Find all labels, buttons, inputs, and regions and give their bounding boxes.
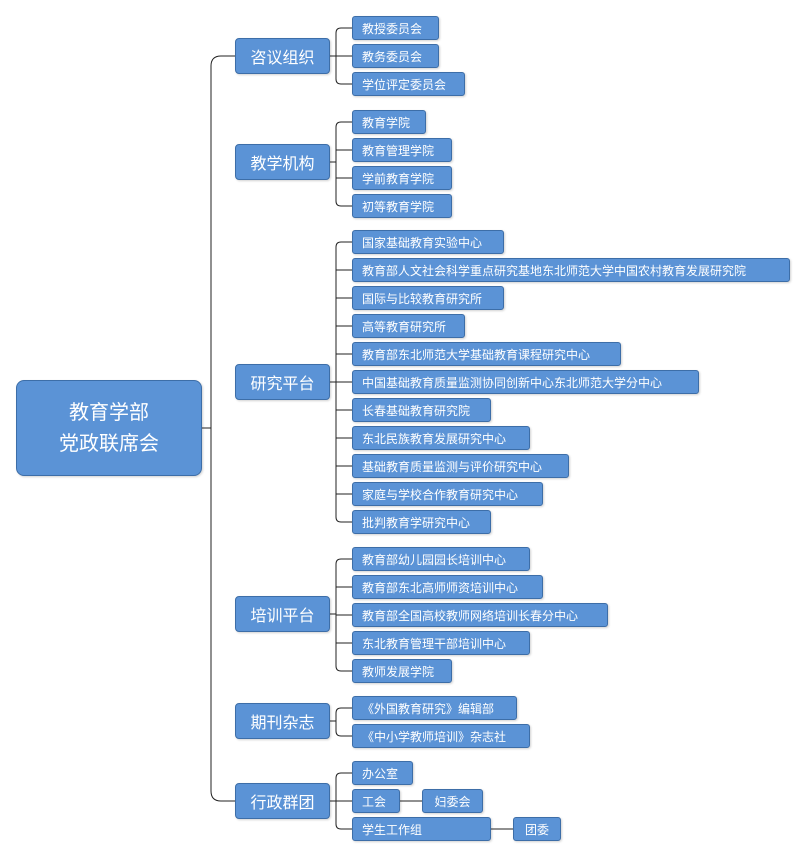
unit-node: 《中小学教师培训》杂志社: [352, 724, 530, 748]
unit-node: 教授委员会: [352, 16, 439, 40]
category-node: 行政群团: [235, 783, 330, 819]
root-line-1: 教育学部: [69, 400, 149, 424]
unit-node: 教育部人文社会科学重点研究基地东北师范大学中国农村教育发展研究院: [352, 258, 790, 282]
unit-node: 教务委员会: [352, 44, 439, 68]
unit-node: 办公室: [352, 761, 413, 785]
category-node: 期刊杂志: [235, 703, 330, 739]
unit-node: 教育部东北师范大学基础教育课程研究中心: [352, 342, 621, 366]
unit-node: 国际与比较教育研究所: [352, 286, 504, 310]
unit-node: 工会: [352, 789, 400, 813]
unit-node: 教育部幼儿园园长培训中心: [352, 547, 530, 571]
category-node: 研究平台: [235, 364, 330, 400]
bracket-line: [335, 121, 352, 207]
unit-node: 教师发展学院: [352, 659, 452, 683]
unit-node: 高等教育研究所: [352, 314, 465, 338]
category-node: 教学机构: [235, 144, 330, 180]
sub-unit-node: 妇委会: [422, 789, 483, 813]
unit-node: 《外国教育研究》编辑部: [352, 696, 517, 720]
unit-node: 教育部东北高师师资培训中心: [352, 575, 543, 599]
root-node: 教育学部 党政联席会: [16, 380, 202, 476]
unit-node: 国家基础教育实验中心: [352, 230, 504, 254]
unit-node: 初等教育学院: [352, 194, 452, 218]
unit-node: 学前教育学院: [352, 166, 452, 190]
unit-node: 家庭与学校合作教育研究中心: [352, 482, 543, 506]
category-node: 咨议组织: [235, 38, 330, 74]
unit-node: 教育管理学院: [352, 138, 452, 162]
unit-node: 教育部全国高校教师网络培训长春分中心: [352, 603, 608, 627]
bracket-line: [335, 707, 352, 737]
unit-node: 长春基础教育研究院: [352, 398, 491, 422]
unit-node: 教育学院: [352, 110, 426, 134]
bracket-line: [210, 55, 235, 802]
sub-unit-node: 团委: [513, 817, 561, 841]
unit-node: 基础教育质量监测与评价研究中心: [352, 454, 569, 478]
category-node: 培训平台: [235, 596, 330, 632]
unit-node: 东北教育管理干部培训中心: [352, 631, 530, 655]
unit-node: 中国基础教育质量监测协同创新中心东北师范大学分中心: [352, 370, 699, 394]
unit-node: 批判教育学研究中心: [352, 510, 491, 534]
unit-node: 学位评定委员会: [352, 72, 465, 96]
unit-node: 东北民族教育发展研究中心: [352, 426, 530, 450]
unit-node: 学生工作组: [352, 817, 491, 841]
root-line-2: 党政联席会: [59, 431, 159, 455]
